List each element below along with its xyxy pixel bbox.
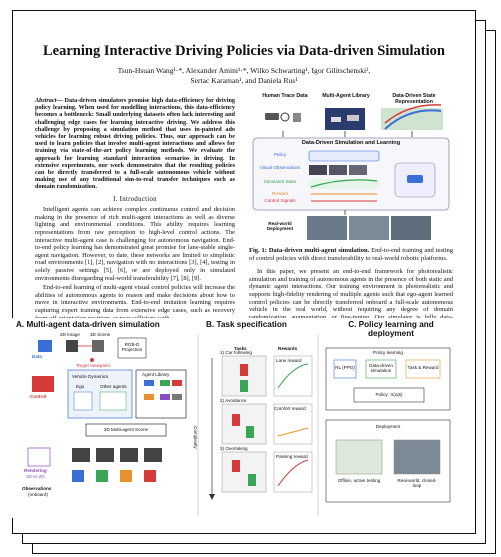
abstract-label: Abstract [35,97,57,104]
fig1-row-reward: Reward [272,191,288,196]
authors-line-2: Sertac Karaman¹, and Daniela Rus¹ [190,76,298,85]
a-other-label: Other agents [100,384,127,389]
a-dynamics-label: Vehicle Dynamics [72,374,109,379]
left-column: Abstract— Data-driven simulators promise… [35,97,235,324]
target-viewpoint-icon [90,358,94,362]
a-observations-label: Observations [22,486,52,491]
panel-b-title: B. Task specification [206,320,287,329]
figure-1-caption-bold: Fig. 1: Data-driven multi-agent simulati… [249,247,370,254]
agent-library-image [325,108,365,130]
renderer-icon [27,447,51,467]
paper-first-page: Learning Interactive Driving Policies vi… [12,10,476,534]
fig1-header-library: Multi-Agent Library [322,93,370,99]
c-offline-label: Offline, active testing [337,478,381,483]
c-sim-label: Data-driven simulation [369,363,393,374]
fig1-deployment-label: Real-world Deployment [266,221,294,232]
paper-title: Learning Interactive Driving Policies vi… [43,43,445,59]
c-policy-label: Policy: π(a|s) [375,392,403,397]
a-target-label: Target Viewpoint [76,363,110,368]
a-image-label: 2D Image [60,332,80,337]
real-world-photo-3 [391,216,431,240]
policy-network [308,150,380,162]
a-ego-label: Ego [76,384,85,389]
a-rendering-label: Rendering [24,468,47,473]
figure-1-caption: Fig. 1: Data-driven multi-agent simulati… [249,247,453,262]
fig1-row-policy: Policy [273,152,287,157]
c-deployment-label: Deployment [375,424,401,429]
fig1-header-state: Data-Driven State Representation [392,93,436,105]
b-complexity-label: Complexity [193,426,198,449]
b-rewards-label: Rewards [278,346,298,351]
a-rendering-sub: 3D-to-2D [26,474,45,479]
b-task-1: 1) Car following [220,350,252,355]
a-observations-sub: (onboard) [28,492,48,497]
b-tasks-label: Tasks [234,346,247,351]
real-world-photo-1 [307,216,347,240]
intro-paragraph-1: Intelligent agents can achieve complex c… [35,206,235,282]
c-realworld-label: Real-world, closed-loop [397,478,437,489]
fig1-row-control: Control Signals [264,198,296,203]
abstract: Abstract— Data-driven simulators promise… [35,97,235,191]
overview-figure: A. Multi-agent data-driven simulation B.… [10,318,456,518]
state-representation-image [381,108,443,130]
figure-1-caption-rest: End-to-end training and testing of contr… [249,247,453,262]
section-heading: I. Introduction [113,195,157,203]
b-task-3: 3) Overtaking [220,446,248,451]
b-reward-3: Passing reward [276,454,308,459]
camera-icon [280,112,290,122]
b-reward-2: Comfort reward [274,406,306,411]
panel-a-title: A. Multi-agent data-driven simulation [16,320,160,329]
c-rl-label: RL (PPO) [335,365,355,370]
author-list: Tsun-Hsuan Wang¹·*, Alexander Amini¹·*, … [53,66,435,86]
c-task-label: Task & Reward [407,365,439,370]
car-icon [265,113,279,120]
c-policy-learning-label: Policy learning [373,350,403,355]
authors-line-1: Tsun-Hsuan Wang¹·*, Alexander Amini¹·*, … [117,66,371,75]
a-scene-label: 3D Scene [90,332,111,337]
lidar-icon [293,113,301,122]
intro-paragraph-2: End-to-end learning of multi-agent visua… [35,284,235,321]
abstract-text: — Data-driven simulators promise high da… [35,97,235,191]
fig1-header-trace: Human Trace Data [262,93,308,99]
database-icon [38,340,52,352]
b-reward-1: Lane reward [276,358,302,363]
real-world-photo-2 [349,216,389,240]
figure-1: Human Trace Data Multi-Agent Library Dat… [249,93,453,243]
b-task-2: 2) Avoidance [220,398,247,403]
a-rgbd-label: RGB-D Projection [121,342,143,353]
fig1-row-state: Simulated State [263,179,297,184]
a-scene3d-label: 3D Multi-agent Scene [103,427,149,432]
a-control-label: Control [30,394,47,399]
fig1-row-observations: Visual Observations [259,165,301,170]
panel-c-title: C. Policy learning and deployment [348,320,434,338]
control-icon [32,376,54,392]
a-library-label: Agent Library [142,372,170,377]
right-column: Fig. 1: Data-driven multi-agent simulati… [249,247,453,331]
a-data-label: Data [32,354,42,359]
overview-figure-graphic [27,334,451,516]
fig1-band-title: Data-Driven Simulation and Learning [301,140,401,146]
figure-1-graphic [252,104,450,240]
